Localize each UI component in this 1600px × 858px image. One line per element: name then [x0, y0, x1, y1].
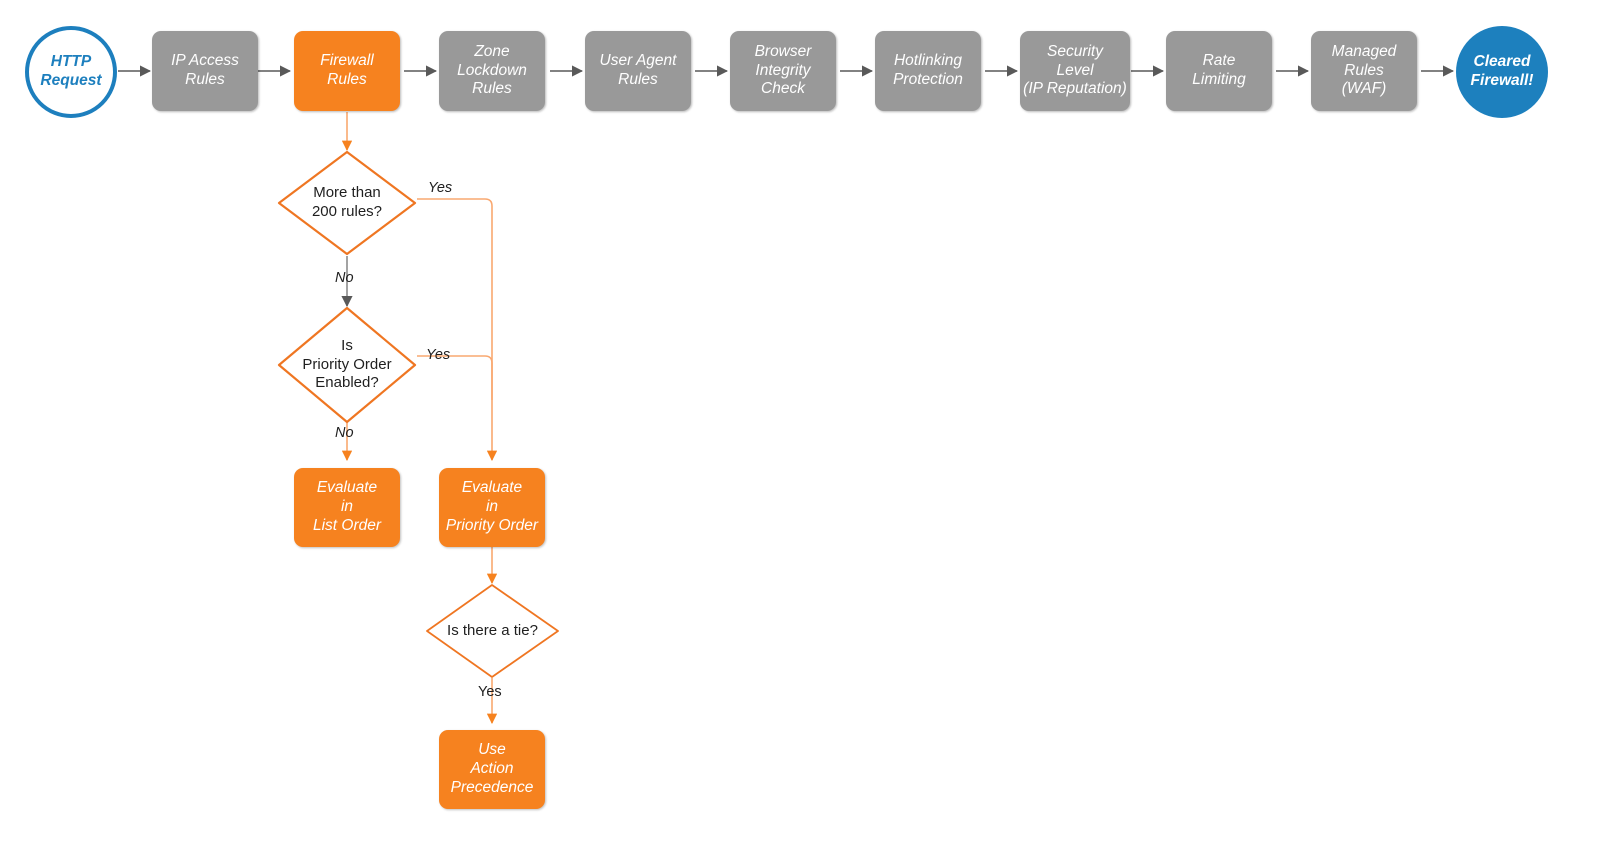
- node-managed-rules-waf[interactable]: Managed Rules (WAF): [1311, 31, 1417, 111]
- edge-200-yes-to-priority-order: [417, 198, 498, 462]
- node-label: Rate Limiting: [1192, 52, 1246, 88]
- node-rate-limiting[interactable]: Rate Limiting: [1166, 31, 1272, 111]
- decision-label: Is Priority Order Enabled?: [302, 336, 392, 392]
- node-browser-integrity-check[interactable]: Browser Integrity Check: [730, 31, 836, 111]
- diamond-shape: [426, 584, 559, 678]
- node-hotlinking-protection[interactable]: Hotlinking Protection: [875, 31, 981, 111]
- node-zone-lockdown-rules[interactable]: Zone Lockdown Rules: [439, 31, 545, 111]
- diamond-shape: [277, 306, 417, 424]
- edge-label-yes-tie: Yes: [478, 684, 502, 700]
- node-label: HTTP Request: [40, 53, 102, 89]
- node-cleared-firewall[interactable]: Cleared Firewall!: [1456, 26, 1548, 118]
- node-label: Managed Rules (WAF): [1331, 42, 1397, 98]
- node-use-action-precedence[interactable]: Use Action Precedence: [439, 730, 545, 809]
- decision-label: More than 200 rules?: [311, 184, 383, 220]
- node-security-level[interactable]: Security Level (IP Reputation): [1020, 31, 1130, 111]
- node-user-agent-rules[interactable]: User Agent Rules: [585, 31, 691, 111]
- node-label: Evaluate in List Order: [312, 479, 382, 534]
- node-label: Hotlinking Protection: [893, 52, 963, 88]
- node-label: Browser Integrity Check: [754, 42, 812, 98]
- node-label: IP Access Rules: [171, 52, 239, 88]
- node-label: Firewall Rules: [320, 52, 374, 88]
- decision-more-than-200-rules[interactable]: More than 200 rules?: [277, 150, 417, 256]
- node-label: Cleared Firewall!: [1470, 53, 1534, 89]
- edge-label-yes-priority: Yes: [426, 347, 451, 363]
- node-evaluate-in-priority-order[interactable]: Evaluate in Priority Order: [439, 468, 545, 547]
- node-firewall-rules[interactable]: Firewall Rules: [294, 31, 400, 111]
- edge-label-no-200: No: [335, 270, 354, 286]
- node-ip-access-rules[interactable]: IP Access Rules: [152, 31, 258, 111]
- node-label: User Agent Rules: [599, 52, 677, 88]
- node-label: Zone Lockdown Rules: [457, 42, 527, 98]
- decision-label: Is there a tie?: [447, 621, 538, 639]
- edge-label-yes-200: Yes: [428, 180, 453, 196]
- node-evaluate-in-list-order[interactable]: Evaluate in List Order: [294, 468, 400, 547]
- node-label: Use Action Precedence: [450, 741, 534, 796]
- decision-is-priority-order-enabled[interactable]: Is Priority Order Enabled?: [277, 306, 417, 424]
- decision-is-there-a-tie[interactable]: Is there a tie?: [425, 583, 560, 679]
- diamond-shape: [277, 150, 417, 256]
- node-label: Security Level (IP Reputation): [1023, 42, 1127, 98]
- node-http-request[interactable]: HTTP Request: [25, 26, 117, 118]
- node-label: Evaluate in Priority Order: [445, 479, 539, 534]
- edge-label-no-priority: No: [335, 425, 354, 441]
